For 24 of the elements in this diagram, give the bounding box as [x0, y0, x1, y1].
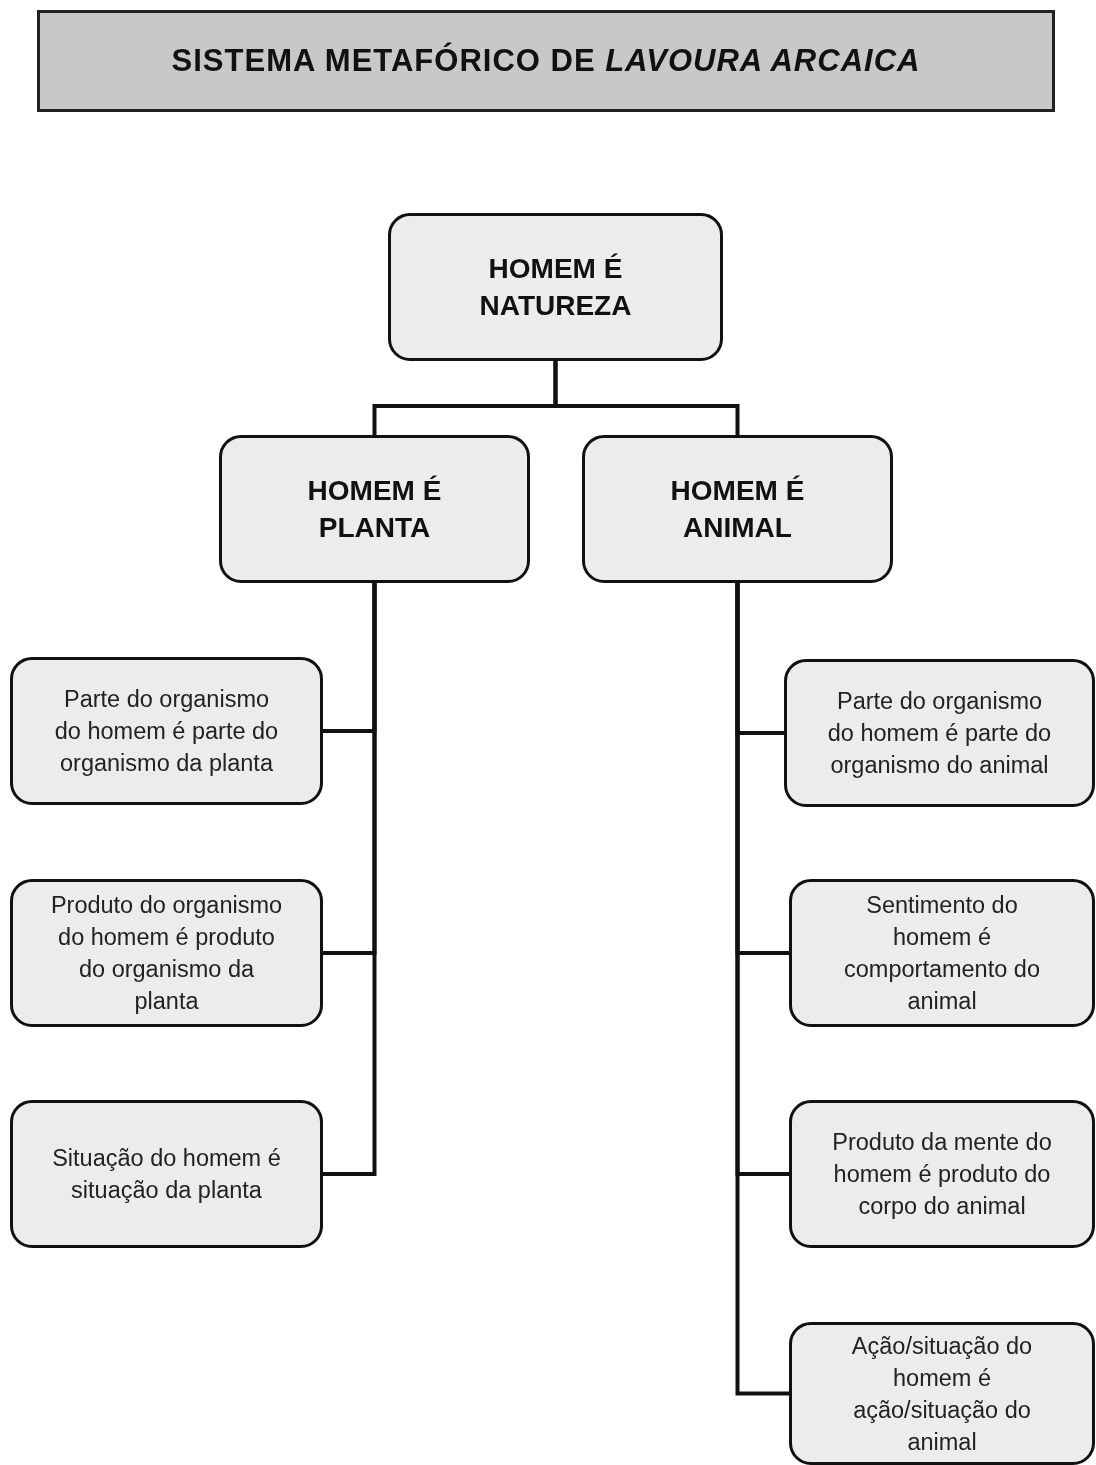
metaphor-box [789, 1322, 1095, 1465]
connector-line [735, 583, 789, 1396]
title-text: SISTEMA METAFÓRICO DE LAVOURA ARCAICA [171, 43, 921, 79]
box-label: Ação/situação do homem é ação/situação do animal [850, 1331, 1034, 1457]
box-label: Produto do organismo do homem é produto do organismo da planta [49, 891, 284, 1016]
box-label: Situação do homem é situação da planta [51, 1144, 282, 1205]
box-label: Parte do organismo do homem é parte do organismo da planta [53, 685, 280, 778]
category-box [219, 435, 530, 583]
metaphor-box [10, 1100, 323, 1248]
metaphor-box [10, 657, 323, 805]
connector-line [553, 361, 740, 435]
box-label: HOMEM É NATUREZA [478, 252, 633, 323]
metaphor-box [789, 879, 1095, 1027]
box-label: Produto da mente do homem é produto do corpo do animal [831, 1128, 1053, 1221]
metaphor-box [784, 659, 1095, 807]
box-label: Sentimento do homem é comportamento do animal [843, 891, 1041, 1016]
connector-line [323, 583, 377, 1176]
box-label: HOMEM É PLANTA [306, 474, 443, 545]
category-box [388, 213, 723, 361]
category-box [582, 435, 893, 583]
metaphor-box [789, 1100, 1095, 1248]
box-label: HOMEM É ANIMAL [669, 474, 806, 545]
box-label: Parte do organismo do homem é parte do organismo do animal [826, 687, 1053, 780]
metaphor-box [10, 879, 323, 1027]
